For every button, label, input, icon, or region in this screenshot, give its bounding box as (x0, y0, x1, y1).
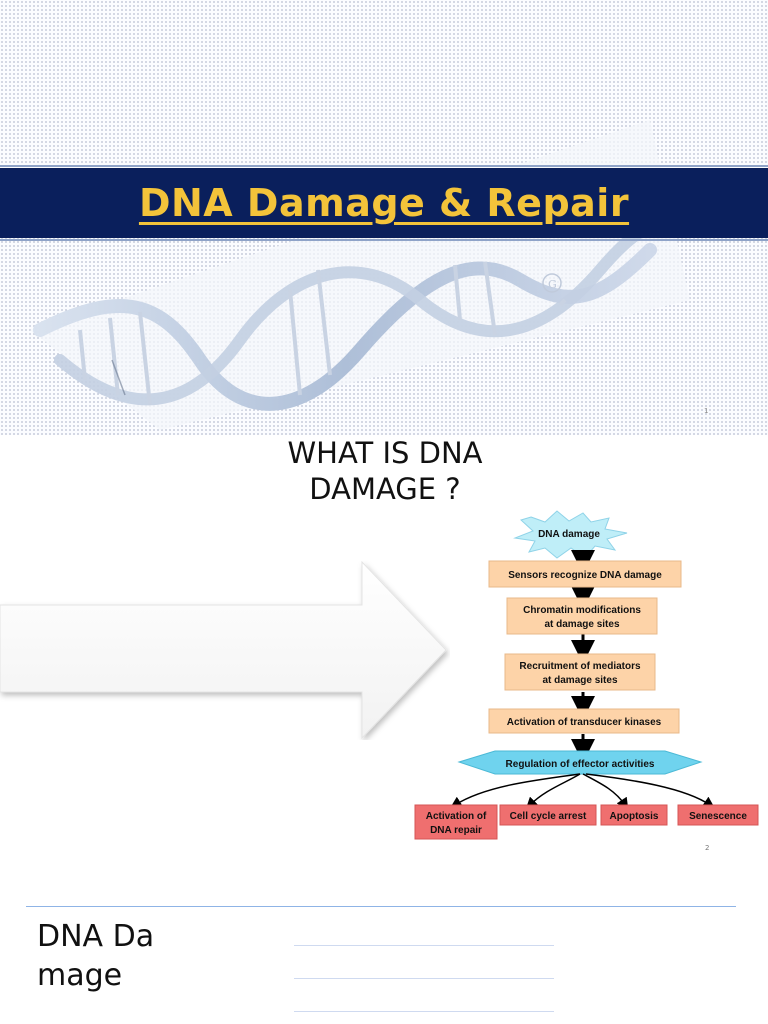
slide-what-is-dna-damage: WHAT IS DNA DAMAGE ? DNA damage (0, 435, 768, 875)
flow-outcome-box (600, 804, 668, 826)
flow-step-label: Chromatin modifications (523, 605, 641, 616)
page-number: 2 (705, 844, 710, 852)
placeholder-line (294, 1011, 554, 1012)
right-arrow-shape (0, 560, 447, 740)
slide-title-text: DNA Damage & Repair (138, 181, 630, 225)
flow-branch-arrows (449, 773, 715, 810)
title-band: DNA Damage & Repair (0, 165, 768, 241)
flow-outcome-label: Apoptosis (610, 811, 659, 822)
flow-outcome-box (677, 804, 759, 826)
flow-step-box (506, 597, 658, 635)
placeholder-line (294, 945, 554, 946)
dna-damage-burst (513, 510, 628, 559)
title-band-top-rule (0, 165, 768, 167)
slide-heading: DNA Damage (37, 919, 155, 993)
watermark-letter: G (548, 278, 557, 291)
flow-start-label: DNA damage (538, 529, 600, 540)
flow-step-box (504, 653, 656, 691)
flow-outcome-label: Activation of (426, 811, 487, 822)
placeholder-line (294, 978, 554, 979)
slide-top-rule (26, 906, 736, 907)
title-band-bottom-rule (0, 239, 768, 241)
flow-outcome-box (499, 804, 597, 826)
flow-step-label: at damage sites (542, 675, 617, 686)
flow-step-box (488, 708, 680, 734)
flow-regulation-label: Regulation of effector activities (506, 759, 655, 770)
flow-step-label: at damage sites (544, 619, 619, 630)
flow-outcome-box (414, 804, 498, 840)
slide-title: G DNA Damage & Repair 1 (0, 0, 768, 435)
flow-regulation-shape (457, 750, 703, 775)
flow-outcome-label: DNA repair (430, 825, 482, 836)
flow-step-label: Sensors recognize DNA damage (508, 570, 662, 581)
flow-step-label: Recruitment of mediators (519, 661, 641, 672)
flow-outcome-label: Senescence (689, 811, 747, 822)
flow-step-box (488, 560, 682, 588)
slide-heading: WHAT IS DNA DAMAGE ? (287, 436, 483, 506)
slide-dna-damage: DNA Damage (0, 875, 768, 1024)
flow-outcome-label: Cell cycle arrest (510, 811, 587, 822)
page-number: 1 (704, 407, 709, 415)
dna-damage-response-flowchart: DNA damage Sensors recognize DNA damage … (414, 510, 759, 840)
flow-step-label: Activation of transducer kinases (507, 717, 662, 728)
